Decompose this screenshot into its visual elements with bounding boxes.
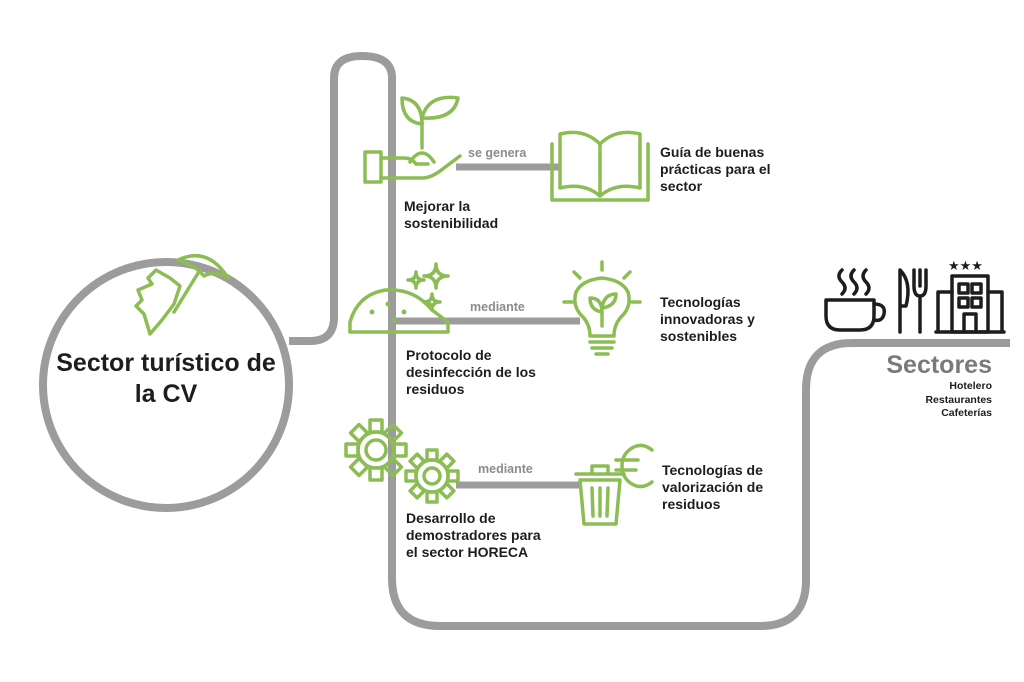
lightbulb-plant-icon	[562, 260, 642, 356]
row3-action: Desarrollo de demostradores para el sect…	[406, 510, 541, 560]
gears-icon	[344, 418, 460, 504]
row2-connector: mediante	[470, 300, 525, 314]
soil-sparkles-icon	[348, 262, 450, 334]
row2-result: Tecnologías innovadoras y sostenibles	[660, 294, 755, 344]
sector-item: Cafeterías	[941, 407, 992, 420]
sector-item: Restaurantes	[925, 393, 992, 406]
row2-action: Protocolo de desinfección de los residuo…	[406, 347, 536, 397]
row3-result: Tecnologías de valorización de residuos	[662, 462, 764, 512]
cutlery-icon	[898, 268, 928, 334]
row1-result: Guía de buenas prácticas para el sector	[660, 144, 771, 194]
coffee-cup-icon	[824, 268, 887, 332]
row1-action: Mejorar la sostenibilidad	[404, 198, 499, 231]
sectors-list: Hotelero Restaurantes Cafeterías	[925, 380, 992, 421]
row3-connector: mediante	[478, 462, 533, 476]
main-path	[289, 52, 1010, 630]
open-book-icon	[550, 130, 650, 202]
map-umbrella-icon	[134, 254, 230, 336]
svg-text:★★★: ★★★	[948, 259, 983, 274]
sector-item: Hotelero	[949, 380, 992, 392]
row1-connector: se genera	[468, 146, 527, 160]
center-circle	[39, 258, 293, 512]
hand-plant-icon	[363, 95, 462, 184]
hotel-icon: ★★★	[934, 259, 1006, 334]
bin-euro-icon	[574, 443, 654, 526]
sectors-title: Sectores	[886, 351, 992, 379]
center-title: Sector turístico de la CV	[56, 349, 276, 409]
